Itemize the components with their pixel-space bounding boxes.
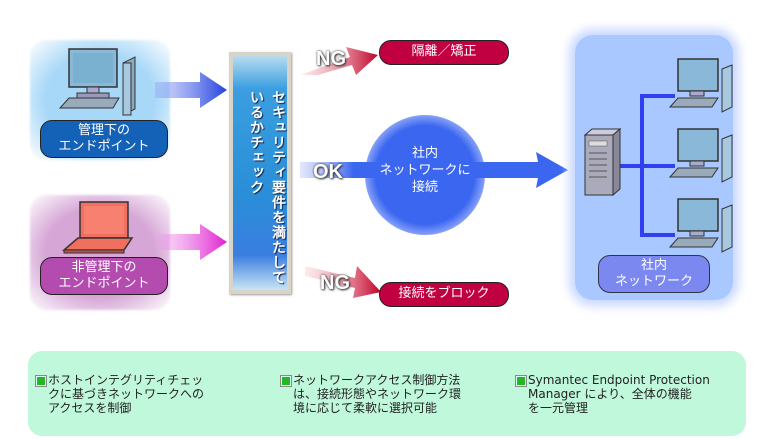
feature-item: ネットワークアクセス制御方法 は、接続形態やネットワーク環 境に応じて柔軟に選択… xyxy=(281,373,481,415)
internal-network-label: 社内 ネットワーク xyxy=(598,255,710,293)
managed-label-line2: エンドポイント xyxy=(58,139,150,154)
internal-connect-text: 社内 ネットワークに 接続 xyxy=(365,145,485,196)
client-computer-icon xyxy=(668,58,733,113)
network-lines xyxy=(613,94,675,237)
bullet-icon xyxy=(36,376,46,386)
client-computer-icon xyxy=(668,128,733,183)
feature-item: Symantec Endpoint Protection Manager により… xyxy=(516,373,726,415)
ng-arrow-top xyxy=(300,47,378,75)
network-label-line2: ネットワーク xyxy=(614,274,693,289)
unmanaged-label-line1: 非管理下の xyxy=(71,260,137,275)
security-check-text: セキュリティ要件を満たしているかチェック xyxy=(248,90,286,285)
ng-arrow-bottom xyxy=(305,266,381,298)
unmanaged-label-line2: エンドポイント xyxy=(58,276,150,291)
orb-line2: ネットワークに xyxy=(379,163,471,178)
ok-label: OK xyxy=(313,161,343,183)
bullet-icon xyxy=(281,376,291,386)
feature-text: ホストインテグリティチェッ クに基づきネットワークへの アクセスを制御 xyxy=(48,373,205,415)
isolate-remediate-badge: 隔離／矯正 xyxy=(379,40,509,65)
laptop-icon xyxy=(61,201,134,254)
security-check-panel: セキュリティ要件を満たしているかチェック xyxy=(229,52,291,294)
ok-arrow xyxy=(300,152,568,188)
features-panel: ホストインテグリティチェッ クに基づきネットワークへの アクセスを制御 ネットワ… xyxy=(28,351,746,436)
managed-endpoint-label: 管理下の エンドポイント xyxy=(40,120,168,158)
arrow-unmanaged-to-check xyxy=(155,224,227,260)
bullet-icon xyxy=(516,376,526,386)
unmanaged-endpoint-label: 非管理下の エンドポイント xyxy=(40,257,168,295)
managed-label-line1: 管理下の xyxy=(77,123,130,138)
network-label-line1: 社内 xyxy=(640,258,667,273)
desktop-computer-icon xyxy=(58,48,136,116)
ng-label-bottom: NG xyxy=(320,272,350,294)
orb-line3: 接続 xyxy=(411,180,438,195)
client-computer-icon xyxy=(668,198,733,253)
network-diagram xyxy=(583,58,733,253)
feature-item: ホストインテグリティチェッ クに基づきネットワークへの アクセスを制御 xyxy=(36,373,236,415)
feature-text: Symantec Endpoint Protection Manager により… xyxy=(528,373,710,415)
feature-text: ネットワークアクセス制御方法 は、接続形態やネットワーク環 境に応じて柔軟に選択… xyxy=(293,373,462,415)
orb-line1: 社内 xyxy=(411,146,438,161)
block-connection-badge: 接続をブロック xyxy=(379,282,509,307)
ng-label-top: NG xyxy=(316,48,346,70)
server-icon xyxy=(583,127,622,197)
arrow-managed-to-check xyxy=(155,72,227,108)
